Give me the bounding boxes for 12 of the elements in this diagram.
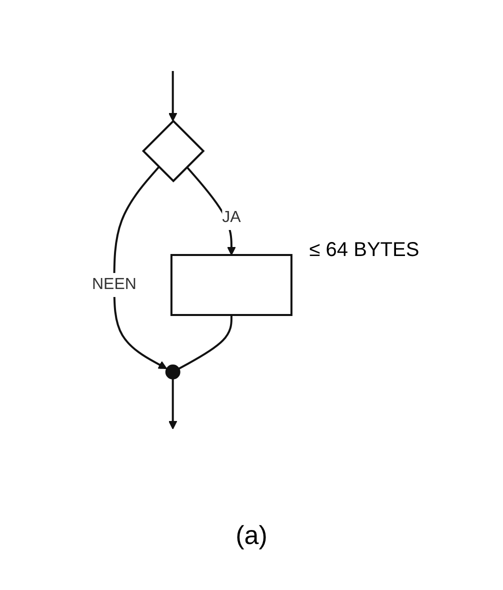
decision-diamond <box>142 120 205 182</box>
edge-label: NEEN <box>92 276 136 293</box>
junction-dot <box>165 364 180 380</box>
arrow <box>168 71 178 122</box>
figure-caption: (a) <box>234 520 268 551</box>
process-box <box>170 254 292 316</box>
connector <box>178 315 232 370</box>
dimension-label: ≤ 64 BYTES <box>309 238 420 262</box>
arrow <box>186 166 236 256</box>
arrow <box>168 379 178 430</box>
edge-label: JA <box>222 209 241 226</box>
arrow <box>113 166 167 370</box>
